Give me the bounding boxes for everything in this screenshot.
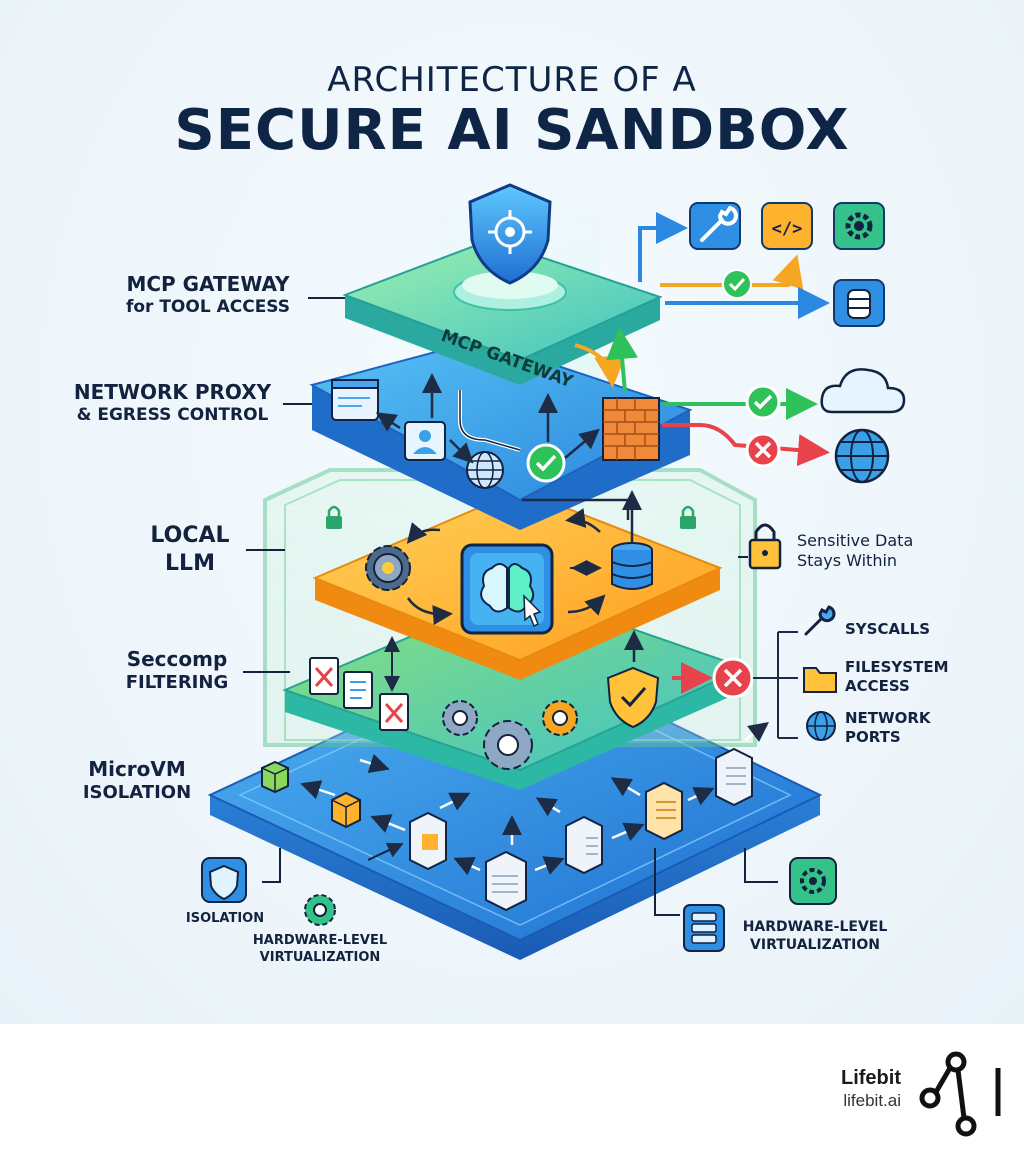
label-mcp-line1: MCP GATEWAY [126, 272, 290, 296]
gear-icon [365, 545, 411, 591]
server-icon [715, 747, 753, 807]
database-icon [833, 279, 885, 327]
shield-check-icon [606, 666, 660, 729]
cube-icon [331, 791, 361, 829]
gear-icon [483, 720, 533, 770]
arrow-to-wrench [638, 212, 688, 282]
arrow-to-code [660, 254, 804, 290]
cube-icon [261, 760, 289, 794]
diagram-canvas: ARCHITECTURE OF A SECURE AI SANDBOX [0, 0, 1024, 1024]
server-icon [645, 781, 683, 841]
label-llm-line2: LLM [165, 550, 215, 576]
server-icon [409, 811, 447, 871]
sensitive-line1: Sensitive Data [797, 531, 914, 550]
document-icon [343, 671, 373, 709]
document-denied-icon [309, 657, 339, 695]
code-icon: </> [761, 202, 813, 250]
brand-url[interactable]: lifebit.ai [843, 1091, 901, 1110]
server-icon [683, 904, 725, 952]
egress-deny-arrow [662, 423, 830, 467]
shield-icon [201, 857, 247, 903]
check-icon [526, 443, 566, 483]
bottom-hw-right: HARDWARE-LEVEL VIRTUALIZATION [735, 918, 895, 954]
label-local-llm: LOCAL LLM [140, 522, 240, 577]
gear-icon [442, 700, 478, 736]
network-ports-line2: PORTS [845, 727, 901, 746]
document-denied-icon [379, 693, 409, 731]
lock-icon [748, 523, 782, 570]
gear-icon [542, 700, 578, 736]
gear-icon [304, 894, 336, 926]
callout-filesystem: FILESYSTEM ACCESS [845, 658, 949, 696]
bottom-hw-left: HARDWARE-LEVEL VIRTUALIZATION [240, 933, 400, 967]
check-icon [722, 269, 752, 299]
callout-syscalls: SYSCALLS [845, 620, 931, 638]
user-card-icon [404, 421, 446, 461]
hw-right-line2: VIRTUALIZATION [750, 937, 880, 954]
folder-icon [803, 667, 837, 693]
label-network-line2: & EGRESS CONTROL [76, 405, 269, 425]
firewall-icon [602, 397, 660, 461]
label-seccomp-line2: FILTERING [125, 672, 229, 693]
network-ports-line1: NETWORK [845, 709, 931, 727]
browser-window-icon [331, 379, 379, 421]
label-microvm-line1: MicroVM [88, 757, 186, 781]
title-line-2: SECURE AI SANDBOX [174, 98, 850, 163]
server-icon [485, 850, 527, 912]
svg-text:</>: </> [772, 219, 803, 239]
lock-icon [326, 505, 342, 529]
architecture-diagram: MCP GATEWAY </> [201, 170, 906, 960]
hw-left-line1: HARDWARE-LEVEL [252, 933, 388, 948]
server-icon [565, 815, 603, 875]
label-network-line1: NETWORK PROXY [73, 380, 272, 404]
callout-sensitive-data: Sensitive Data Stays Within [797, 531, 913, 571]
label-microvm-line2: ISOLATION [82, 782, 192, 803]
cloud-icon [820, 368, 906, 414]
x-icon [745, 432, 781, 468]
label-network-proxy: NETWORK PROXY & EGRESS CONTROL [60, 380, 285, 426]
footer [0, 1024, 1024, 1154]
x-icon [712, 657, 754, 699]
wrench-icon [689, 202, 741, 250]
label-mcp-gateway: MCP GATEWAY for TOOL ACCESS [108, 272, 308, 318]
label-llm-line1: LOCAL [150, 523, 230, 548]
globe-icon [806, 711, 836, 741]
brand-name[interactable]: Lifebit [841, 1067, 901, 1089]
globe-icon [834, 428, 890, 484]
title-line-1: ARCHITECTURE OF A [327, 60, 697, 100]
gear-icon [833, 202, 885, 250]
lifebit-logo-icon[interactable] [918, 1050, 1008, 1140]
filesystem-line2: ACCESS [845, 676, 910, 695]
label-mcp-line2: for TOOL ACCESS [125, 297, 291, 317]
brain-icon [460, 543, 554, 635]
database-icon [611, 542, 653, 590]
callout-network-ports: NETWORK PORTS [845, 709, 931, 747]
label-seccomp-line1: Seccomp [126, 647, 228, 671]
filesystem-line1: FILESYSTEM [845, 658, 949, 676]
wrench-icon [804, 605, 836, 636]
bottom-isolation: ISOLATION [185, 911, 265, 926]
hw-right-line1: HARDWARE-LEVEL [742, 919, 888, 935]
shield-target-icon [453, 183, 567, 311]
sensitive-line2: Stays Within [797, 551, 898, 570]
lock-icon [680, 505, 696, 529]
check-icon [745, 384, 781, 420]
hw-left-line2: VIRTUALIZATION [259, 949, 381, 965]
label-microvm: MicroVM ISOLATION [72, 757, 202, 805]
globe-icon [466, 451, 504, 489]
label-seccomp: Seccomp FILTERING [112, 647, 242, 695]
gear-icon [789, 857, 837, 905]
